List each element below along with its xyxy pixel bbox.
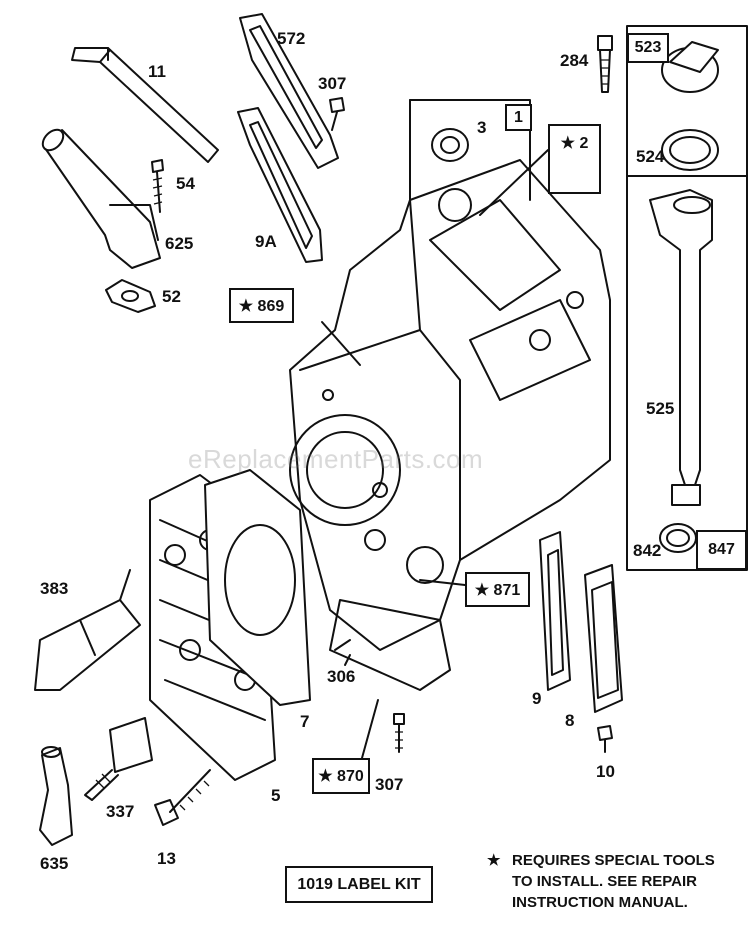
part-label-842: 842	[633, 541, 662, 560]
screw-307-upper-drawing	[329, 97, 345, 131]
breather-tube-drawing	[41, 128, 161, 269]
footnote-star-icon: ★	[487, 852, 501, 869]
part-label-13: 13	[157, 849, 176, 868]
part-label-284: 284	[560, 51, 589, 70]
part-label-307-upper: 307	[318, 74, 347, 93]
watermark: eReplacementParts.com	[188, 444, 484, 474]
extension-383-drawing	[34, 569, 141, 691]
part-label-10: 10	[596, 762, 615, 781]
plate-306-drawing	[334, 639, 351, 666]
callout-lines	[321, 99, 549, 759]
part-label-383: 383	[40, 579, 69, 598]
part-label-11: 11	[148, 62, 166, 81]
part-label-306: 306	[327, 667, 356, 686]
part-label-8: 8	[565, 711, 575, 730]
part-label-3-upper: 3	[477, 118, 487, 137]
boxed-label-869: ★ 869	[229, 288, 294, 323]
engine-block-drawing	[289, 159, 611, 691]
part-label-635: 635	[40, 854, 69, 873]
part-label-625: 625	[165, 234, 194, 253]
screw-307-lower-drawing	[393, 713, 405, 753]
head-gasket-drawing	[204, 469, 311, 706]
gasket-52-drawing	[105, 279, 156, 313]
boxed-label-870: ★ 870	[312, 758, 370, 794]
part-label-524: 524	[636, 147, 665, 166]
bolt-13-drawing	[154, 769, 211, 826]
part-label-572: 572	[277, 29, 306, 48]
screw-10-drawing	[597, 725, 613, 753]
part-label-54: 54	[176, 174, 195, 193]
boxed-label-871: ★ 871	[465, 572, 530, 607]
part-label-9: 9	[532, 689, 542, 708]
boxed-label-847: 847	[696, 530, 747, 570]
part-label-5: 5	[271, 786, 281, 805]
spark-plug-boot-drawing	[39, 746, 73, 846]
boxed-label-523: 523	[627, 33, 669, 63]
part-label-525: 525	[646, 399, 675, 418]
dipstick-tube-drawing	[71, 47, 219, 163]
dipstick-assembly-panel	[626, 25, 748, 571]
spark-plug-drawing	[84, 717, 153, 801]
plug-284-drawing	[597, 35, 613, 93]
boxed-label-2: ★ 2	[548, 124, 601, 194]
boxed-label-1: 1	[505, 104, 532, 131]
part-label-9a: 9A	[255, 232, 277, 251]
part-label-337: 337	[106, 802, 135, 821]
gasket-9-drawing	[539, 531, 571, 691]
cover-8-drawing	[584, 564, 623, 713]
seal-3-drawing	[431, 128, 469, 162]
screw-54-drawing	[151, 159, 164, 213]
special-tools-footnote: ★ REQUIRES SPECIAL TOOLS TO INSTALL. SEE…	[487, 850, 715, 913]
part-label-52: 52	[162, 287, 181, 306]
part-label-307-lower: 307	[375, 775, 404, 794]
footnote-line-3: INSTRUCTION MANUAL.	[512, 894, 688, 911]
label-kit-box: 1019 LABEL KIT	[285, 866, 433, 903]
part-label-7: 7	[300, 712, 310, 731]
footnote-line-2: TO INSTALL. SEE REPAIR	[512, 873, 698, 890]
footnote-line-1: REQUIRES SPECIAL TOOLS	[512, 852, 715, 869]
gasket-572-drawing	[237, 13, 339, 263]
